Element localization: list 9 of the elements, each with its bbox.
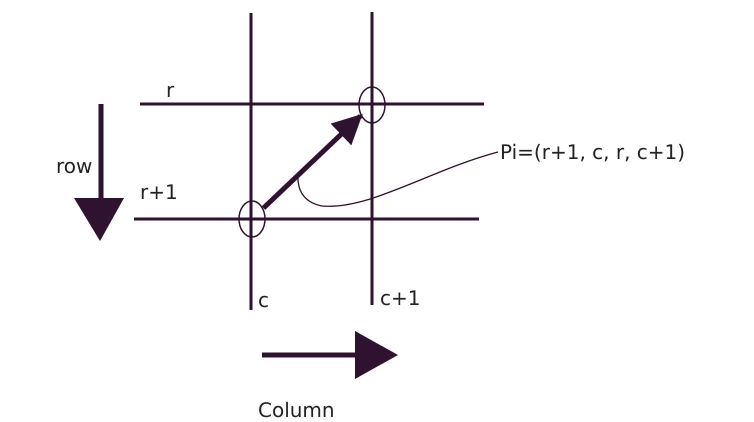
axis-label: row xyxy=(56,154,92,178)
axis-label: r xyxy=(166,78,174,102)
axis-label: c xyxy=(258,288,269,312)
axis-label: c+1 xyxy=(380,286,420,310)
formula-text: Pi=(r+1, c, r, c+1) xyxy=(500,140,686,164)
arrow xyxy=(262,114,363,210)
leader-line xyxy=(297,151,498,207)
axis-label: Column xyxy=(258,398,335,422)
axis-label: r+1 xyxy=(140,180,178,204)
